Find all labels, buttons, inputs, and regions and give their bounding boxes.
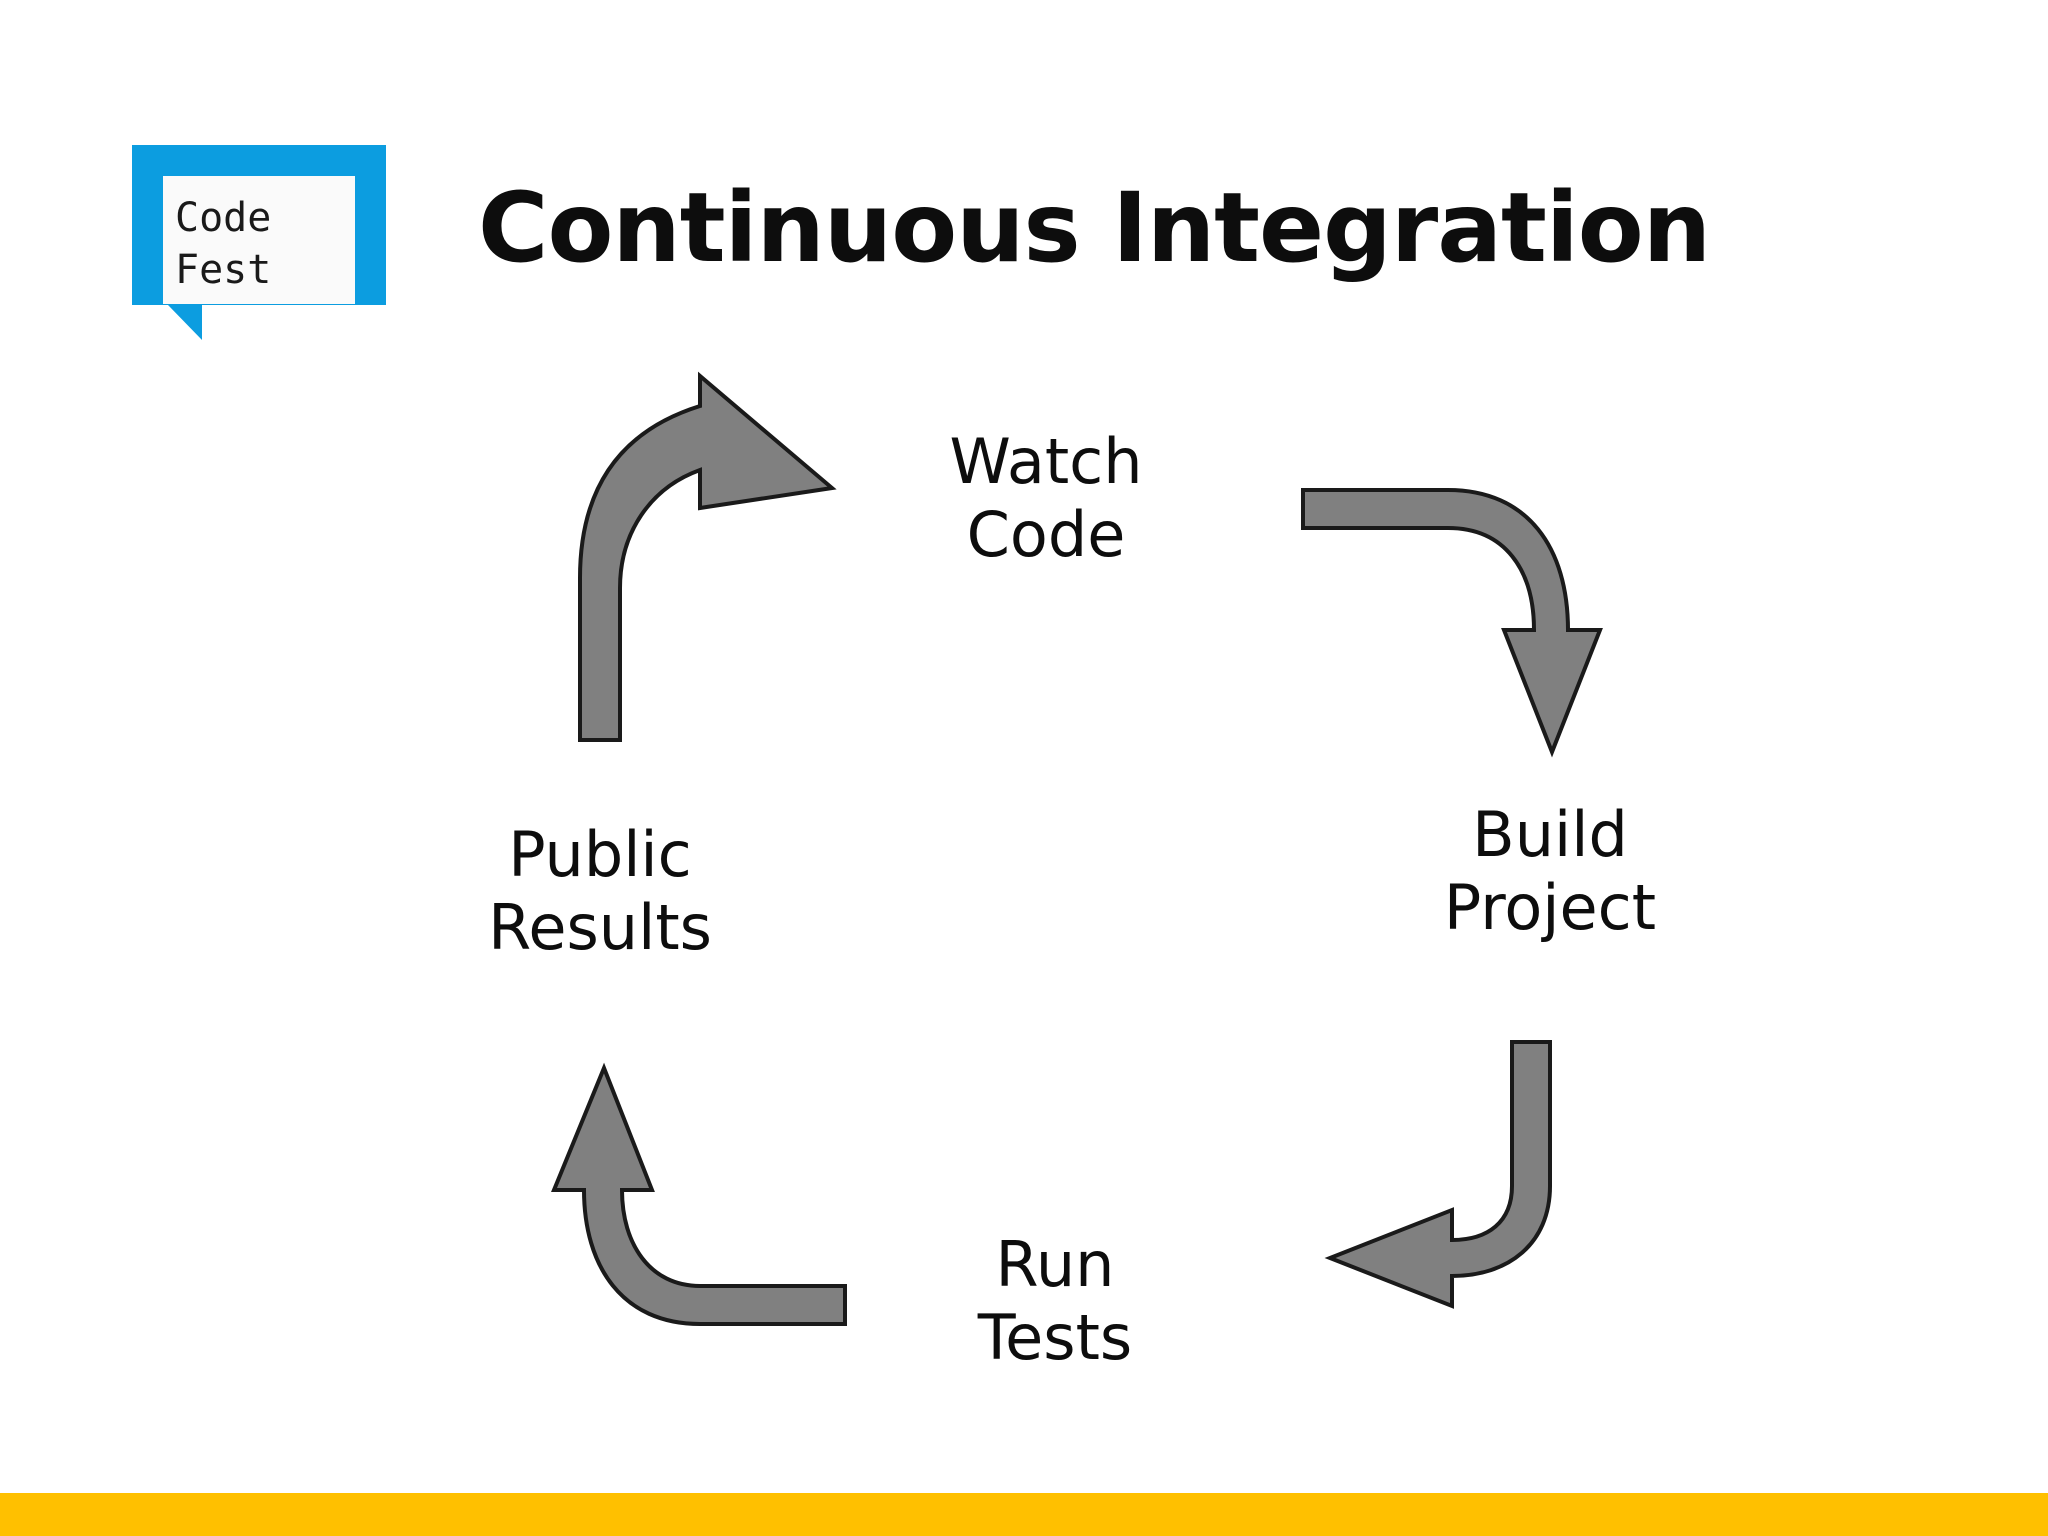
logo-text-line1: Code (175, 195, 271, 241)
cycle-label-watch-code: Watch Code (896, 425, 1196, 571)
page-title: Continuous Integration (478, 172, 1711, 284)
cycle-label-build-project-line1: Build (1472, 798, 1628, 871)
cycle-label-public-results-line2: Results (488, 891, 712, 965)
arrow-run-tests-to-public-results (551, 1062, 847, 1326)
codefest-logo: Code Fest (132, 145, 386, 340)
cycle-label-run-tests-line2: Tests (977, 1301, 1133, 1375)
arrow-build-project-to-run-tests (1324, 1040, 1552, 1309)
arrow-public-results-to-watch-code (578, 371, 837, 742)
cycle-label-run-tests: Run Tests (905, 1228, 1205, 1374)
bottom-accent-bar (0, 1493, 2048, 1536)
cycle-label-public-results: Public Results (420, 818, 780, 964)
cycle-label-watch-code-line2: Code (966, 498, 1126, 572)
cycle-label-run-tests-line1: Run (995, 1228, 1115, 1301)
logo-text-line2: Fest (175, 247, 271, 293)
arrow-watch-code-to-build-project (1301, 488, 1603, 758)
logo-inner-panel (163, 176, 355, 304)
cycle-label-build-project-line2: Project (1443, 871, 1657, 945)
cycle-label-build-project: Build Project (1370, 798, 1730, 944)
cycle-label-public-results-line1: Public (508, 818, 692, 891)
cycle-label-watch-code-line1: Watch (949, 425, 1143, 498)
